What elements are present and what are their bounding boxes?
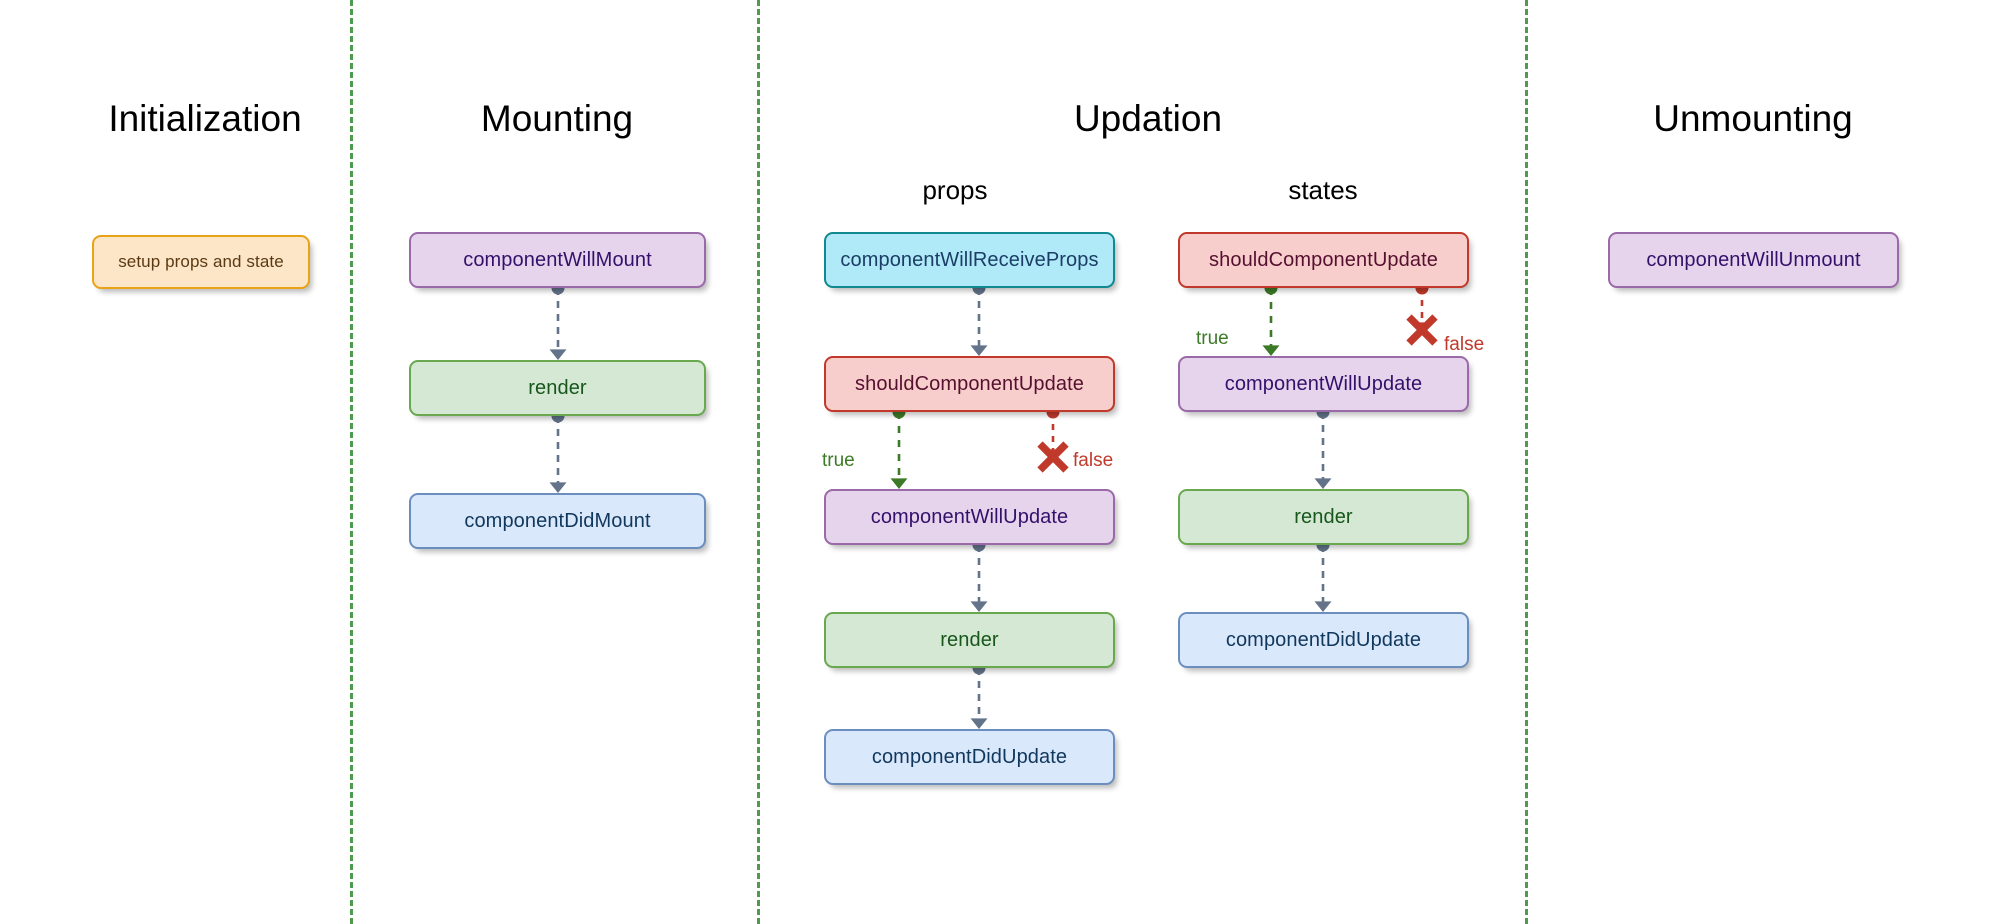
branch-label-states-false: false	[1444, 334, 1485, 355]
lifecycle-node-component-did-update-states[interactable]: componentDidUpdate	[1178, 612, 1469, 668]
sub-title-props: props	[922, 175, 988, 205]
lifecycle-node-render-mount[interactable]: render	[409, 360, 706, 416]
section-title-unmounting: Unmounting	[1653, 98, 1853, 139]
section-title-mounting: Mounting	[480, 98, 634, 139]
section-divider-1	[350, 0, 353, 924]
sub-title-states: states	[1288, 175, 1358, 205]
lifecycle-node-component-did-update-props[interactable]: componentDidUpdate	[824, 729, 1115, 785]
lifecycle-node-label: componentWillReceiveProps	[840, 248, 1099, 271]
lifecycle-node-label: componentWillUnmount	[1646, 248, 1861, 271]
lifecycle-node-label: render	[528, 376, 587, 399]
lifecycle-node-component-will-unmount[interactable]: componentWillUnmount	[1608, 232, 1899, 288]
lifecycle-node-label: componentDidUpdate	[1225, 628, 1422, 651]
lifecycle-node-label: setup props and state	[118, 252, 284, 271]
lifecycle-node-label: componentWillUpdate	[1224, 372, 1423, 395]
lifecycle-node-component-will-mount[interactable]: componentWillMount	[409, 232, 706, 288]
lifecycle-node-render-props[interactable]: render	[824, 612, 1115, 668]
connector-props-false	[1023, 398, 1083, 486]
lifecycle-node-label: shouldComponentUpdate	[1209, 248, 1438, 271]
lifecycle-node-label: render	[940, 628, 999, 651]
section-title-updation: Updation	[1073, 98, 1223, 139]
lifecycle-node-should-component-update-states[interactable]: shouldComponentUpdate	[1178, 232, 1469, 288]
section-title-initialization: Initialization	[108, 98, 302, 139]
branch-label-props-true: true	[822, 450, 855, 471]
lifecycle-node-label: shouldComponentUpdate	[855, 372, 1084, 395]
lifecycle-node-label: componentWillUpdate	[870, 505, 1069, 528]
lifecycle-node-label: componentDidMount	[464, 509, 651, 532]
lifecycle-node-component-did-mount[interactable]: componentDidMount	[409, 493, 706, 549]
lifecycle-node-component-will-update-props[interactable]: componentWillUpdate	[824, 489, 1115, 545]
lifecycle-node-label: componentDidUpdate	[871, 745, 1068, 768]
section-divider-2	[757, 0, 760, 924]
lifecycle-node-component-will-receive-props[interactable]: componentWillReceiveProps	[824, 232, 1115, 288]
lifecycle-node-render-states[interactable]: render	[1178, 489, 1469, 545]
lifecycle-node-setup-props-and-state[interactable]: setup props and state	[92, 235, 310, 289]
lifecycle-node-should-component-update-props[interactable]: shouldComponentUpdate	[824, 356, 1115, 412]
lifecycle-node-label: render	[1294, 505, 1353, 528]
branch-label-states-true: true	[1196, 328, 1229, 349]
section-divider-3	[1525, 0, 1528, 924]
lifecycle-node-component-will-update-states[interactable]: componentWillUpdate	[1178, 356, 1469, 412]
lifecycle-node-label: componentWillMount	[463, 248, 652, 271]
branch-label-props-false: false	[1073, 450, 1114, 471]
